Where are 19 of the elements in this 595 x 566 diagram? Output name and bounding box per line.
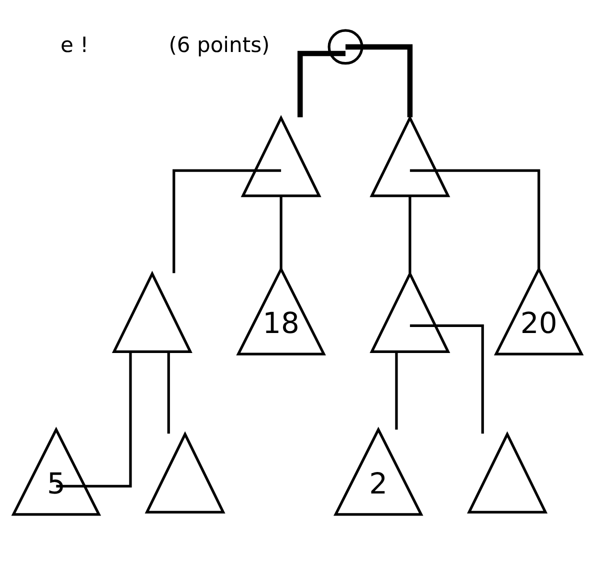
node-triangle: [112, 270, 192, 354]
node-circle: [328, 29, 364, 65]
connector: [167, 352, 170, 434]
connector: [410, 324, 484, 434]
connector: [410, 169, 540, 270]
node-triangle: [144, 431, 226, 514]
connector: [395, 352, 398, 430]
connector: [298, 50, 346, 118]
label: e !: [60, 32, 89, 57]
node-triangle: [370, 270, 450, 354]
connector: [56, 352, 132, 488]
node-triangle: [467, 431, 548, 514]
connector: [280, 196, 282, 270]
node-triangle: [370, 114, 450, 198]
connector: [172, 169, 282, 274]
connector: [346, 44, 413, 118]
connector: [408, 196, 412, 274]
node-triangle: [240, 114, 322, 198]
label: (6 points): [168, 32, 270, 57]
